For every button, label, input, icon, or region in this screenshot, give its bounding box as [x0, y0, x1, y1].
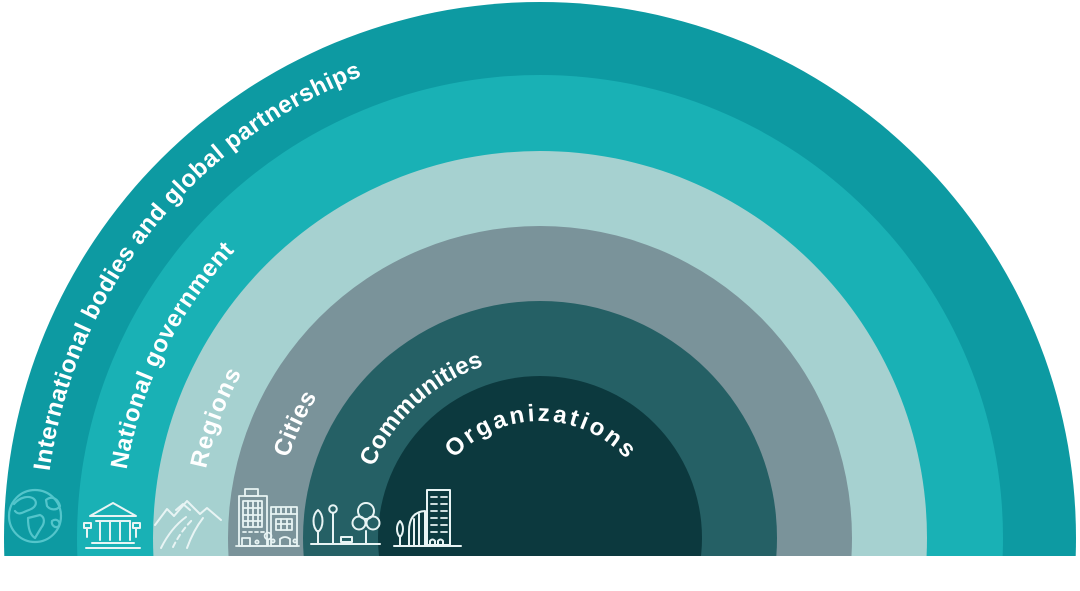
office-building-icon: [393, 489, 462, 547]
city-buildings-icon: [235, 488, 300, 547]
park-trees-icon: [310, 502, 381, 545]
mountain-road-icon: [154, 500, 222, 549]
ring-organizations: [378, 376, 702, 556]
globe-icon: [7, 488, 63, 544]
government-building-icon: [83, 502, 141, 549]
